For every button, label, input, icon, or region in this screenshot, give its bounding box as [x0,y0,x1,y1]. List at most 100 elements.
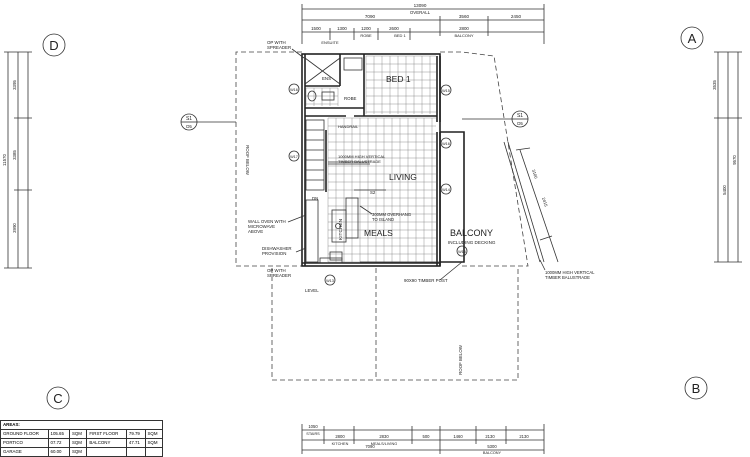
dim-left-a: 3395 [12,80,17,90]
annotation-baluster-external: 1000MM HIGH VERTICAL TIMBER BALUSTRADE [539,259,595,280]
dim-bottom-7: 2130 [519,434,529,439]
table-row: PORTICO 07.72 SQM BALCONY 47.71 SQM [0,438,163,449]
dim-label-ensuite: ENSUITE [321,40,339,45]
annotation-wall-oven: WALL OVEN WITH MICROWAVE ABOVE [248,214,307,234]
table-row: GROUND FLOOR 105.65 SQM FIRST FLOOR 79.7… [0,429,163,440]
internal-walls [305,54,437,192]
section-marker-right: S1 D5 [462,110,529,128]
dim-bottom-3: 2830 [379,434,389,439]
svg-text:D5: D5 [517,121,523,126]
dim-top-b: 3560 [459,14,470,19]
svg-text:W15: W15 [458,250,466,254]
dim-bottom-2: 2800 [335,434,345,439]
svg-text:C: C [53,391,62,406]
annotation-stair-marker: S2 [370,190,376,195]
svg-text:S1: S1 [186,116,192,122]
areas-header: AREAS: [0,419,163,431]
dim-left-total: 11570 [2,154,7,166]
roof-below-right-label: ROOF BELOW [458,344,463,375]
left-dimensions: 11570 3395 3385 3990 [2,51,32,269]
svg-text:W16: W16 [442,142,450,146]
balcony-outline [360,131,553,263]
room-balcony-sublabel: INCLUDING DECKING [448,240,496,245]
dim-overall: 13090 [414,3,427,8]
svg-text:S2: S2 [370,190,376,195]
dim-left-b: 3385 [12,150,17,160]
bottom-dimensions: 1050 STAIRS 2800 2830 500 1460 2130 2130… [301,424,545,455]
dim-label-robe: ROBE [360,33,372,38]
kitchen-fixtures: KITCHEN [305,197,359,264]
dim-bottom-total-2: 5300 [487,444,497,449]
svg-text:D: D [49,38,58,53]
balcony-dimensions: 3100 2415 [519,149,559,263]
window-tag: W13 [324,274,336,286]
robe-label: ROBE [344,96,357,101]
dim-right-a: 3535 [712,80,717,90]
dim-sub-1: 1500 [311,26,321,31]
annotation-op-spreader-top: OP WITH SPREADER [267,40,305,59]
svg-text:SPREADER: SPREADER [267,273,291,278]
annotation-level: LEVEL [305,288,319,293]
dim-label-bed: BED 1 [394,33,406,38]
annotation-timber-post: 90X90 TIMBER POST [404,261,463,283]
svg-text:D5: D5 [186,124,192,129]
svg-text:WALL OVEN WITH: WALL OVEN WITH [248,219,286,224]
section-marker-left: S1 D5 [180,113,236,131]
svg-text:W15: W15 [442,89,450,93]
window-tag: W14 [440,183,452,195]
dim-top-a: 7090 [365,14,376,19]
svg-text:1000MM HIGH VERTICAL: 1000MM HIGH VERTICAL [338,154,386,159]
room-bed-label: BED 1 [386,74,411,84]
svg-text:OP WITH: OP WITH [267,268,286,273]
dim-sub-5: 2800 [459,26,469,31]
dim-left-c: 3990 [12,223,17,233]
dim-sub-3: 1200 [361,26,371,31]
grid-bubble-c: C [46,386,70,410]
svg-text:OP WITH: OP WITH [267,40,286,45]
svg-text:LEVEL: LEVEL [305,288,319,293]
dim-label-balcony: BALCONY [454,33,473,38]
dim-bottom-balcony-label: BALCONY [483,451,502,455]
dim-bottom-5: 1460 [453,434,463,439]
stair-down-label: DN [312,196,318,201]
svg-text:SPREADER: SPREADER [267,45,291,50]
svg-text:MICROWAVE: MICROWAVE [248,224,275,229]
table-row: GARAGE 60.00 SQM [0,447,163,457]
dim-bottom-meals-label: MEALS/LIVING [371,442,397,446]
grid-bubble-d: D [42,33,66,57]
window-tags: W16 W17 W13 W14 W15 W16 W15 [288,83,468,286]
svg-text:B: B [692,381,701,396]
external-walls [301,53,441,267]
dim-overall-label: OVERALL [410,10,431,15]
grid-bubble-b: B [684,376,708,400]
svg-text:W16: W16 [290,88,298,92]
svg-text:300MM OVERHANG: 300MM OVERHANG [372,212,411,217]
roof-below-left-label: ROOF BELOW [245,145,250,176]
dim-top-c: 2450 [511,14,522,19]
dim-bottom-stairs: 1050 [308,424,318,429]
svg-text:S1: S1 [517,113,523,119]
svg-text:TIMBER BALUSTRADE: TIMBER BALUSTRADE [338,159,381,164]
svg-text:W13: W13 [326,279,334,283]
ensuite-fixtures: ENS ROBE [304,57,363,102]
areas-table: AREAS: GROUND FLOOR 105.65 SQM FIRST FLO… [0,419,163,457]
room-living-label: LIVING [389,172,417,182]
dim-sub-4: 2600 [389,26,399,31]
svg-text:ABOVE: ABOVE [248,229,263,234]
window-tag: W15 [440,84,452,96]
svg-text:1000MM HIGH VERTICAL: 1000MM HIGH VERTICAL [545,270,595,275]
window-tag: W16 [440,137,452,149]
svg-text:90X90 TIMBER POST: 90X90 TIMBER POST [404,278,448,283]
dim-bottom-6: 2130 [485,434,495,439]
svg-text:W14: W14 [442,188,450,192]
dim-balcony-a: 3100 [531,169,539,180]
stair: DN [305,119,325,201]
window-tag: W17 [288,150,300,162]
right-dimensions: 3535 5400 9570 [712,51,742,263]
room-meals-label: MEALS [364,228,393,238]
svg-text:PROVISION: PROVISION [262,251,286,256]
room-balcony-label: BALCONY [450,228,493,238]
window-tag: W16 [288,83,300,95]
svg-text:A: A [688,31,697,46]
svg-text:TO ISLAND: TO ISLAND [372,217,394,222]
